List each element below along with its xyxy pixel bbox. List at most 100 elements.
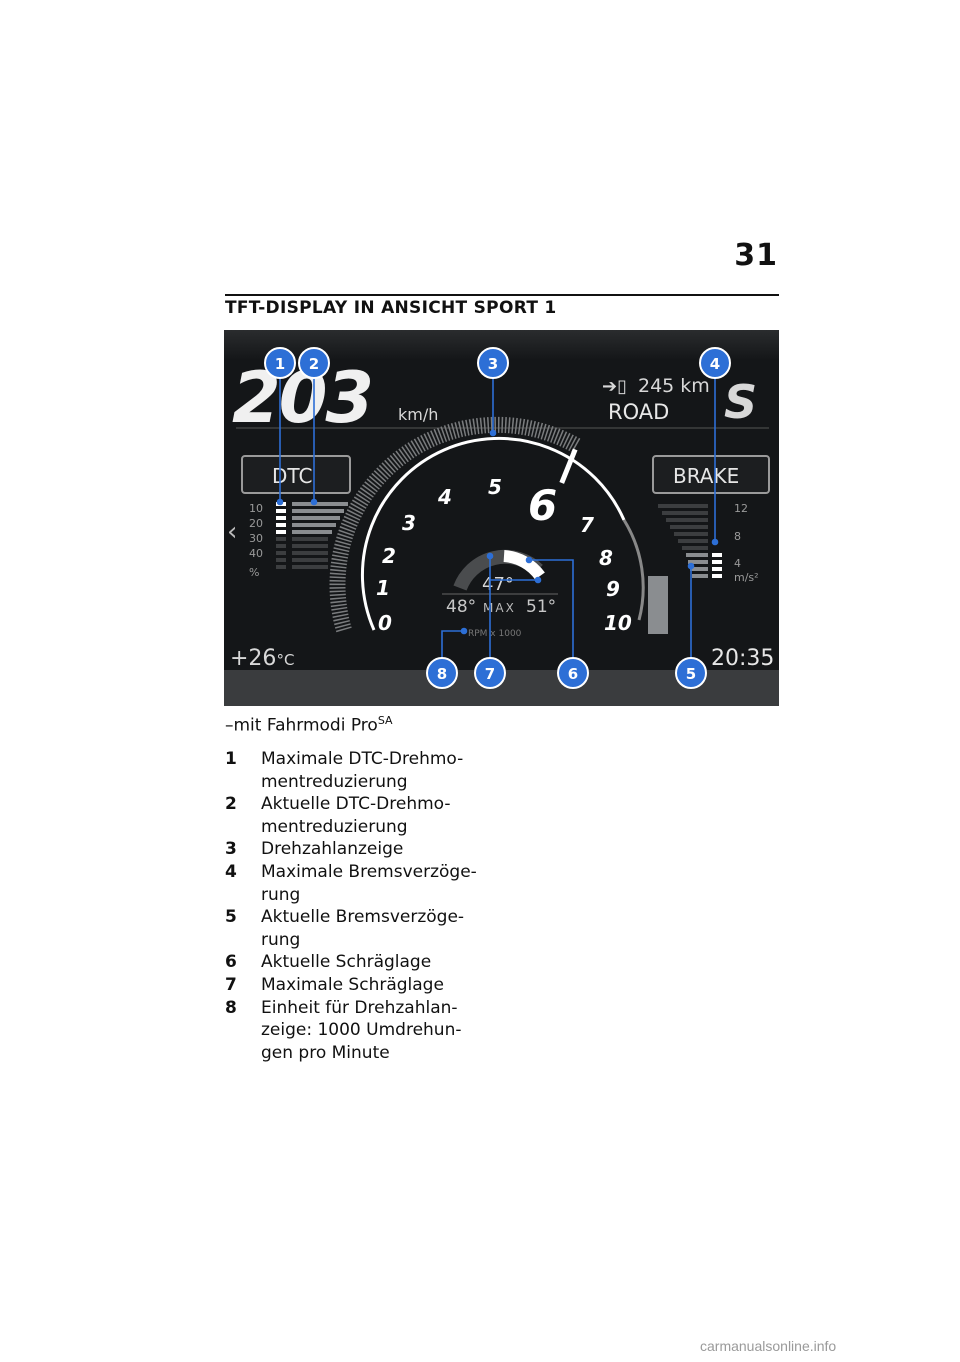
brake-max-bar [712, 560, 722, 564]
dtc-current-bar [292, 516, 340, 520]
legend-number: 2 [225, 794, 237, 815]
dtc-max-bar [276, 509, 286, 513]
dtc-max-bar [276, 530, 286, 534]
brake-bar [690, 567, 708, 571]
legend-text: Aktuelle Schräglage [261, 952, 432, 973]
tach-numbers: 0 1 2 3 4 5 6 7 8 9 10 [376, 475, 632, 635]
dtc-current-bar [292, 530, 332, 534]
dtc-current-bar [292, 537, 328, 541]
current-lean-value: 47° [482, 574, 514, 595]
brake-box [652, 455, 770, 494]
legend-number: 5 [225, 907, 237, 928]
legend-number: 6 [225, 952, 237, 973]
leader-dot-2 [310, 498, 318, 506]
header-rule [225, 294, 779, 296]
dtc-current-bar [292, 551, 328, 555]
callout-number: 2 [309, 355, 319, 373]
tach-6: 6 [528, 481, 557, 530]
brake-bar [686, 553, 708, 557]
callout-7: 7 [474, 657, 506, 689]
callout-3: 3 [477, 347, 509, 379]
callout-6: 6 [557, 657, 589, 689]
callout-circle [477, 347, 509, 379]
dtc-current-bar [276, 565, 286, 569]
max-lean-left: 48° [446, 597, 476, 617]
callout-circle [264, 347, 296, 379]
watermark[interactable]: carmanualsonline.info [700, 1338, 837, 1354]
nav-left-arrow[interactable]: ‹ [227, 517, 237, 547]
dtc-current-bar [292, 509, 344, 513]
callout-number: 8 [437, 665, 447, 683]
brake-max-bars [712, 553, 722, 578]
brake-bar [678, 539, 708, 543]
dtc-current-bar [292, 565, 328, 569]
brake-scale-unit: m/s² [734, 571, 759, 584]
callout-circle [298, 347, 330, 379]
legend-number: 3 [225, 839, 237, 860]
callout-number: 7 [485, 665, 495, 683]
brake-scale-8: 8 [734, 530, 741, 543]
callout-8: 8 [426, 657, 458, 689]
dtc-current-bar [292, 523, 336, 527]
legend-item: 3 Drehzahlanzeige [225, 838, 525, 861]
tach-9: 9 [606, 577, 620, 601]
callout-number: 1 [275, 355, 285, 373]
brake-scale: 12 8 4 m/s² [734, 502, 759, 584]
callout-badges: 1 2 3 4 5 6 7 8 [264, 347, 731, 689]
legend-item: 5 Aktuelle Bremsverzöge- rung [225, 906, 525, 951]
brake-bar [688, 560, 708, 564]
tach-2: 2 [382, 544, 396, 568]
brake-bar [658, 504, 708, 508]
legend-text: Aktuelle Bremsverzöge- rung [261, 907, 465, 950]
max-lean-right: 51° [526, 597, 556, 617]
callout-number: 6 [568, 665, 578, 683]
speed-unit: km/h [398, 405, 438, 424]
legend-item: 6 Aktuelle Schräglage [225, 951, 525, 974]
dtc-scale-percent: % [249, 566, 259, 579]
callout-5: 5 [675, 657, 707, 689]
legend-text: Maximale Schräglage [261, 974, 444, 995]
brake-bar [666, 518, 708, 522]
tach-arc [360, 436, 626, 631]
dtc-current-bar [276, 558, 286, 562]
legend-text: Maximale Bremsverzöge- rung [261, 861, 477, 905]
figure-caption: –mit Fahrmodi ProSA [225, 714, 393, 736]
legend-text: Aktuelle DTC-Drehmo- mentreduzierung [261, 794, 451, 837]
leader-dot-6 [525, 556, 533, 564]
dtc-scale-10: 10 [249, 502, 263, 515]
rpm-unit-label: RPM x 1000 [468, 629, 522, 639]
dtc-label: DTC [272, 464, 312, 488]
tach-outer-band [329, 416, 581, 633]
legend-number: 1 [225, 749, 237, 769]
leader-dot-8 [460, 627, 468, 635]
callout-4: 4 [699, 347, 731, 379]
leader-6 [529, 559, 574, 661]
leader-dot-3 [489, 429, 497, 437]
brake-bar [692, 574, 708, 578]
brake-bar [662, 511, 708, 515]
dtc-current-bar [292, 502, 348, 506]
dtc-current-bar [276, 544, 286, 548]
temperature-number: +26 [230, 646, 276, 671]
leader-dot-7 [486, 552, 494, 560]
clock-time: 20:35 [711, 646, 774, 671]
tach-temp-bar [648, 576, 668, 634]
brake-max-bar [712, 567, 722, 571]
brake-max-bar [712, 553, 722, 557]
callout-circle [426, 657, 458, 689]
tach-3: 3 [402, 511, 416, 535]
legend-item: 2 Aktuelle DTC-Drehmo- mentreduzierung [225, 793, 525, 838]
callout-1: 1 [264, 347, 296, 379]
tach-7: 7 [580, 513, 594, 537]
temperature-unit: °C [276, 651, 294, 669]
brake-bar [670, 525, 708, 529]
lean-arc-current [503, 550, 545, 580]
max-lean-label: MAX [483, 601, 516, 615]
dtc-current-bar [276, 537, 286, 541]
legend-text: Drehzahlanzeige [261, 839, 404, 860]
brake-scale-4: 4 [734, 557, 741, 570]
